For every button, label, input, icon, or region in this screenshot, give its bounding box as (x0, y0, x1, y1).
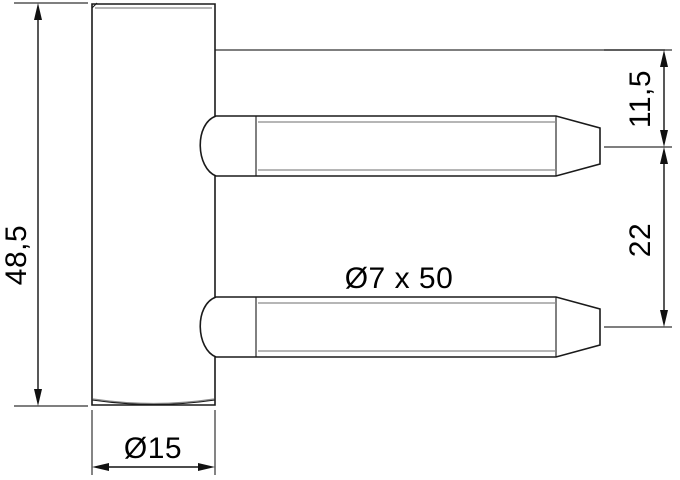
dimension-label-pin-spec: Ø7 x 50 (345, 262, 454, 295)
upper-pin (199, 115, 601, 177)
lower-pin (199, 296, 601, 358)
dimension-label-body-diameter: Ø15 (124, 432, 182, 465)
dimension-label-height-overall: 48,5 (0, 225, 33, 285)
dimension-label-pin-spacing: 22 (624, 223, 657, 257)
dimension-height-overall: 48,5 (0, 2, 88, 407)
hinge-body (91, 2, 216, 406)
dimension-top-offset: 11,5 (604, 49, 672, 148)
dimension-body-diameter: Ø15 (91, 410, 216, 475)
dimension-label-top-offset: 11,5 (624, 70, 657, 128)
callout-pin-spec: Ø7 x 50 (345, 262, 454, 295)
dimension-pin-spacing: 22 (604, 147, 672, 328)
